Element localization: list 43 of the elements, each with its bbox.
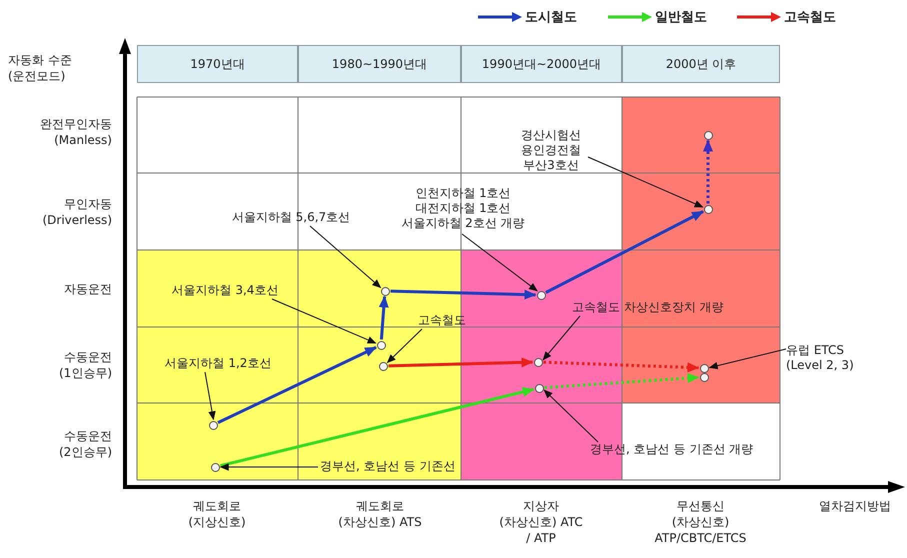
legend-label: 일반철도 [655, 9, 707, 26]
axis-label: 수동운전 (1인승무) [58, 349, 112, 381]
leader-line [708, 348, 786, 370]
column-header: 2000년 이후 [622, 45, 780, 83]
arrow [703, 140, 713, 204]
arrow [544, 373, 700, 390]
axis-label: 궤도회로 (지상신호) [187, 498, 247, 530]
arrow [378, 296, 389, 340]
callout-text: 경부선, 호남선 등 기존선 [320, 459, 500, 474]
legend-label: 도시철도 [525, 9, 577, 26]
leader-line [462, 234, 538, 292]
callout-text: 고속철도 차상신호장치 개량 [572, 300, 762, 315]
callout-text: 경산시험선 용인경전철 부산3호선 [518, 128, 584, 173]
axis-label: 수동운전 (2인승무) [58, 428, 112, 460]
axis-label: 무인자동 (Driverless) [41, 196, 112, 228]
axis-label: 열차검지방법 [818, 498, 892, 514]
leader-line [542, 316, 580, 360]
callout-text: 서울지하철 3,4호선 [160, 283, 290, 298]
arrow [217, 346, 377, 424]
column-header: 1990년대~2000년대 [461, 45, 622, 83]
leader-line [386, 328, 422, 364]
leader-line [310, 226, 382, 288]
axis-label: 무선통신 (차상신호) ATP/CBTC/ETCS [654, 498, 748, 546]
axis-label: 지상자 (차상신호) ATC / ATP [499, 498, 583, 546]
axis-label: 자동운전 [63, 281, 112, 297]
arrow [388, 357, 534, 368]
arrow [390, 290, 536, 300]
legend-label: 고속철도 [784, 9, 836, 26]
callout-text: 유럽 ETCS (Level 2, 3) [786, 343, 866, 373]
column-header: 1980~1990년대 [298, 45, 461, 83]
arrow [220, 387, 535, 468]
leader-line [204, 372, 216, 420]
arrow [545, 210, 704, 294]
leader-line [544, 390, 598, 442]
axis-label: 완전무인자동 (Manless) [39, 116, 112, 148]
leader-line [220, 463, 318, 471]
callout-text: 서울지하철 1,2호선 [148, 356, 288, 371]
axis-label: 궤도회로 (차상신호) ATS [338, 498, 422, 530]
axis-label: 자동화 수준 (운전모드) [8, 52, 73, 84]
column-header: 1970년대 [137, 45, 298, 83]
arrow [543, 360, 700, 372]
leader-line [272, 298, 376, 344]
leader-line [588, 156, 704, 208]
